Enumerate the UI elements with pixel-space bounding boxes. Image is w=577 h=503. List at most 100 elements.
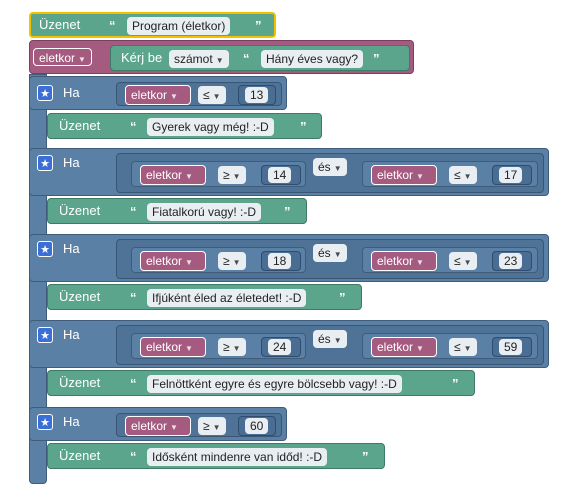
if-label: Ha: [63, 414, 80, 429]
and-operator-dropdown[interactable]: és▼: [313, 330, 347, 348]
dropdown-arrow-icon: ▼: [78, 55, 86, 64]
star-gear-icon[interactable]: ★: [37, 85, 53, 101]
dropdown-arrow-icon: ▼: [333, 336, 342, 345]
compare-block-left[interactable]: eletkor▼ ≥▼ 24: [131, 333, 306, 359]
variable-dropdown[interactable]: eletkor▼: [125, 416, 191, 436]
variable-dropdown[interactable]: eletkor▼: [33, 48, 92, 66]
and-operator-value: és: [318, 160, 331, 174]
operator-value: ≥: [223, 254, 230, 268]
variable-dropdown[interactable]: eletkor▼: [371, 337, 437, 357]
compare-block-left[interactable]: eletkor▼ ≥▼ 18: [131, 247, 306, 273]
dropdown-arrow-icon: ▼: [185, 258, 193, 267]
and-operator-dropdown[interactable]: és▼: [313, 244, 347, 262]
dropdown-arrow-icon: ▼: [185, 172, 193, 181]
message-block-5[interactable]: Üzenet “ Idősként mindenre van időd! :-D…: [47, 443, 385, 469]
message-block-2[interactable]: Üzenet “ Fiatalkorú vagy! :-D ”: [47, 198, 307, 224]
program-message-block[interactable]: Üzenet “ Program (életkor) ”: [29, 12, 276, 38]
message-block-4[interactable]: Üzenet “ Felnöttként egyre és egyre bölc…: [47, 370, 475, 396]
compare-block[interactable]: eletkor▼ ≥▼ 60: [116, 413, 282, 437]
dropdown-arrow-icon: ▼: [463, 258, 472, 267]
number-field[interactable]: 14: [268, 167, 292, 183]
ask-number-block[interactable]: Kérj be számot▼ “ Hány éves vagy? ”: [110, 45, 410, 71]
number-field[interactable]: 13: [245, 87, 269, 103]
and-block[interactable]: eletkor▼ ≥▼ 14 és▼ eletkor▼ ≤▼ 17: [116, 153, 544, 193]
if-block-4[interactable]: ★ Ha eletkor▼ ≥▼ 24 és▼ eletkor▼ ≤▼ 59: [29, 320, 549, 368]
message-text-field[interactable]: Idősként mindenre van időd! :-D: [147, 448, 328, 466]
number-field[interactable]: 59: [499, 339, 523, 355]
quote-mark-icon: ”: [339, 290, 346, 305]
if-block-5[interactable]: ★ Ha eletkor▼ ≥▼ 60: [29, 407, 287, 441]
quote-mark-icon: “: [130, 290, 137, 305]
compare-block-right[interactable]: eletkor▼ ≤▼ 17: [362, 161, 538, 187]
if-block-1[interactable]: ★ Ha eletkor▼ ≤▼ 13: [29, 76, 287, 110]
if-label: Ha: [63, 155, 80, 170]
compare-block-left[interactable]: eletkor▼ ≥▼ 14: [131, 161, 306, 187]
message-text-field[interactable]: Gyerek vagy még! :-D: [147, 118, 274, 136]
assign-variable-block[interactable]: eletkor▼ Kérj be számot▼ “ Hány éves vag…: [29, 40, 414, 74]
message-block-3[interactable]: Üzenet “ Ifjúként éled az életedet! :-D …: [47, 284, 362, 310]
if-block-2[interactable]: ★ Ha eletkor▼ ≥▼ 14 és▼ eletkor▼ ≤▼ 17: [29, 148, 549, 196]
number-field[interactable]: 24: [268, 339, 292, 355]
dropdown-arrow-icon: ▼: [463, 172, 472, 181]
dropdown-arrow-icon: ▼: [170, 92, 178, 101]
operator-dropdown[interactable]: ≤▼: [449, 252, 477, 270]
star-gear-icon[interactable]: ★: [37, 327, 53, 343]
compare-block-right[interactable]: eletkor▼ ≤▼ 23: [362, 247, 538, 273]
ask-type-dropdown[interactable]: számot▼: [169, 50, 229, 68]
operator-dropdown[interactable]: ≥▼: [218, 338, 246, 356]
and-operator-dropdown[interactable]: és▼: [313, 158, 347, 176]
variable-dropdown[interactable]: eletkor▼: [371, 251, 437, 271]
star-gear-icon[interactable]: ★: [37, 241, 53, 257]
variable-name: eletkor: [377, 254, 414, 268]
variable-name: eletkor: [146, 168, 183, 182]
operator-dropdown[interactable]: ≤▼: [198, 86, 226, 104]
number-block: 59: [492, 337, 532, 357]
dropdown-arrow-icon: ▼: [333, 164, 342, 173]
variable-dropdown[interactable]: eletkor▼: [140, 251, 206, 271]
message-text-field[interactable]: Felnöttként egyre és egyre bölcsebb vagy…: [147, 375, 402, 393]
operator-dropdown[interactable]: ≤▼: [449, 338, 477, 356]
operator-dropdown[interactable]: ≥▼: [218, 166, 246, 184]
if-block-3[interactable]: ★ Ha eletkor▼ ≥▼ 18 és▼ eletkor▼ ≤▼ 23: [29, 234, 549, 282]
variable-dropdown[interactable]: eletkor▼: [371, 165, 437, 185]
variable-dropdown[interactable]: eletkor▼: [140, 165, 206, 185]
compare-block[interactable]: eletkor▼ ≤▼ 13: [116, 82, 282, 106]
quote-mark-icon: “: [130, 449, 137, 464]
quote-mark-icon: ”: [284, 204, 291, 219]
dropdown-arrow-icon: ▼: [416, 258, 424, 267]
number-field[interactable]: 23: [499, 253, 523, 269]
prompt-text-field[interactable]: Hány éves vagy?: [261, 50, 364, 68]
variable-dropdown[interactable]: eletkor▼: [125, 85, 191, 105]
variable-name: eletkor: [146, 254, 183, 268]
message-text-field[interactable]: Fiatalkorú vagy! :-D: [147, 203, 262, 221]
message-label: Üzenet: [59, 289, 101, 304]
message-block-1[interactable]: Üzenet “ Gyerek vagy még! :-D ”: [47, 113, 322, 139]
number-block: 13: [238, 85, 276, 105]
program-text-field[interactable]: Program (életkor): [127, 17, 231, 35]
number-field[interactable]: 60: [245, 418, 269, 434]
quote-mark-icon: “: [243, 51, 250, 66]
quote-mark-icon: ”: [300, 119, 307, 134]
number-field[interactable]: 18: [268, 253, 292, 269]
message-label: Üzenet: [59, 203, 101, 218]
star-gear-icon[interactable]: ★: [37, 155, 53, 171]
compare-block-right[interactable]: eletkor▼ ≤▼ 59: [362, 333, 538, 359]
quote-mark-icon: ”: [362, 449, 369, 464]
number-field[interactable]: 17: [499, 167, 523, 183]
message-label: Üzenet: [59, 448, 101, 463]
dropdown-arrow-icon: ▼: [232, 258, 241, 267]
message-text-field[interactable]: Ifjúként éled az életedet! :-D: [147, 289, 307, 307]
variable-name: eletkor: [131, 88, 168, 102]
operator-dropdown[interactable]: ≥▼: [198, 417, 226, 435]
operator-value: ≤: [454, 340, 461, 354]
operator-dropdown[interactable]: ≥▼: [218, 252, 246, 270]
variable-dropdown[interactable]: eletkor▼: [140, 337, 206, 357]
dropdown-arrow-icon: ▼: [416, 344, 424, 353]
star-gear-icon[interactable]: ★: [37, 414, 53, 430]
ask-label: Kérj be: [121, 50, 163, 65]
operator-dropdown[interactable]: ≤▼: [449, 166, 477, 184]
and-block[interactable]: eletkor▼ ≥▼ 18 és▼ eletkor▼ ≤▼ 23: [116, 239, 544, 279]
operator-value: ≤: [203, 88, 210, 102]
and-block[interactable]: eletkor▼ ≥▼ 24 és▼ eletkor▼ ≤▼ 59: [116, 325, 544, 365]
number-block: 17: [492, 165, 532, 185]
